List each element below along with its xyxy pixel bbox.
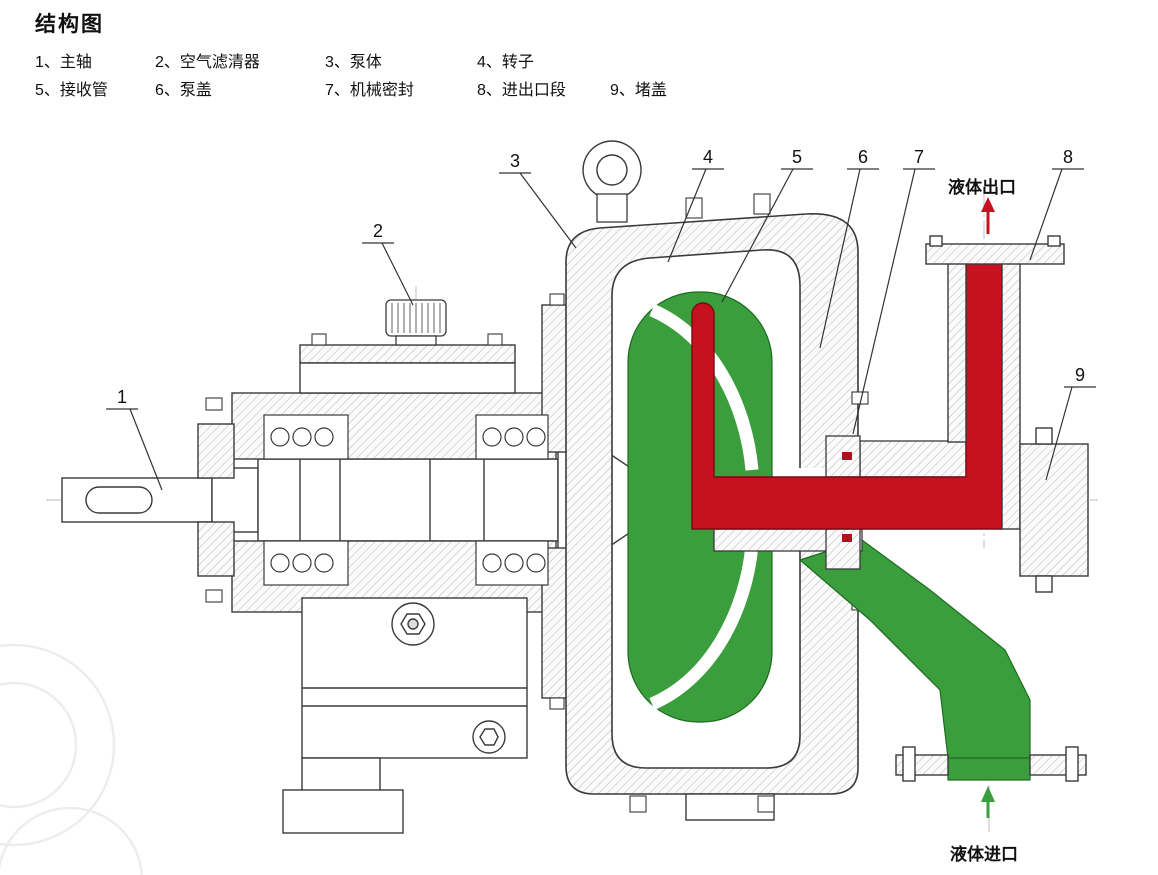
callout-lines [106, 168, 1096, 491]
callout-4: 4 [703, 147, 713, 167]
pump-casing-bolts [629, 193, 869, 821]
legend-item-5: 5、接收管 [35, 82, 108, 99]
callout-7: 7 [914, 147, 924, 167]
watermark-circles [0, 643, 144, 875]
outlet-arrow-icon [981, 197, 995, 212]
legend-item-1: 1、主轴 [35, 54, 92, 71]
legend-item-9: 9、堵盖 [610, 82, 667, 99]
callout-3: 3 [510, 151, 520, 171]
air-filter [385, 299, 447, 346]
inlet-arrow-icon [981, 786, 995, 802]
legend-item-2: 2、空气滤清器 [155, 54, 260, 71]
callout-6: 6 [858, 147, 868, 167]
legend-item-6: 6、泵盖 [155, 82, 212, 99]
inlet-channel [798, 539, 1031, 759]
flow-annotations: 液体出口 液体进口 [948, 177, 1018, 864]
legend-item-3: 3、泵体 [325, 54, 382, 71]
bearings [263, 414, 549, 586]
outlet-label: 液体出口 [948, 177, 1016, 197]
callout-2: 2 [373, 221, 383, 241]
lifting-eye-bolt [582, 140, 642, 223]
inlet-flange [895, 746, 1087, 782]
plug-cover [1019, 427, 1089, 593]
oil-sump [282, 597, 528, 834]
housing-bolts [205, 293, 565, 710]
callout-9: 9 [1075, 365, 1085, 385]
rotor-vanes [649, 304, 759, 710]
inlet-pipe-liquid [947, 757, 1031, 781]
callout-8: 8 [1063, 147, 1073, 167]
inlet-label: 液体进口 [950, 844, 1018, 864]
callout-1: 1 [117, 387, 127, 407]
callout-numbers: 1 2 3 4 5 6 7 8 9 [117, 147, 1085, 407]
outlet-pipe [925, 235, 1065, 530]
legend-item-7: 7、机械密封 [325, 82, 414, 99]
callout-5: 5 [792, 147, 802, 167]
legend-item-4: 4、转子 [477, 54, 534, 71]
mechanical-seal [842, 452, 852, 542]
legend-item-8: 8、进出口段 [477, 82, 566, 99]
page-title: 结构图 [35, 13, 104, 36]
